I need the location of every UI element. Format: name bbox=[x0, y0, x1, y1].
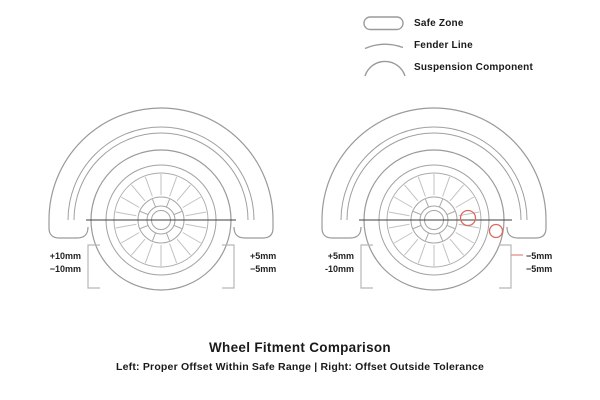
tolerance-label-right-top: −5mm bbox=[526, 251, 552, 261]
fender-line-outer bbox=[340, 126, 528, 221]
legend-label: Safe Zone bbox=[414, 17, 464, 29]
legend-item-safe-zone: Safe Zone bbox=[362, 13, 533, 33]
lug-segments bbox=[140, 199, 182, 241]
legend-label: Fender Line bbox=[414, 39, 473, 51]
legend-label: Suspension Component bbox=[414, 61, 533, 73]
right-wheel-diagram: +5mm -10mm −5mm −5mm bbox=[321, 107, 552, 291]
left-tolerance-bracket bbox=[360, 244, 373, 289]
tolerance-label-left-bottom: -10mm bbox=[325, 264, 354, 274]
tolerance-label-right-top: +5mm bbox=[250, 251, 276, 261]
interference-marker-icon bbox=[488, 223, 504, 239]
left-tolerance-bracket bbox=[87, 244, 100, 289]
legend: Safe Zone Fender Line Suspension Compone… bbox=[362, 13, 533, 79]
legend-item-suspension: Suspension Component bbox=[362, 57, 533, 77]
tolerance-label-left-top: +5mm bbox=[328, 251, 354, 261]
tolerance-label-right-bottom: −5mm bbox=[526, 264, 552, 274]
tolerance-label-left-bottom: −10mm bbox=[50, 264, 81, 274]
left-wheel-diagram: +10mm −10mm +5mm −5mm bbox=[48, 107, 276, 291]
legend-item-fender-line: Fender Line bbox=[362, 35, 533, 55]
spokes bbox=[388, 174, 480, 266]
suspension-silhouette bbox=[321, 107, 547, 239]
fender-line-inner bbox=[73, 132, 249, 221]
tolerance-label-left-top: +10mm bbox=[50, 251, 81, 261]
spokes bbox=[115, 174, 207, 266]
interference-marker-icon bbox=[459, 209, 477, 227]
tolerance-label-right-bottom: −5mm bbox=[250, 264, 276, 274]
right-tolerance-bracket bbox=[499, 244, 512, 289]
suspension-silhouette bbox=[48, 107, 274, 239]
right-tolerance-bracket bbox=[222, 244, 235, 289]
fender-line-arc-icon bbox=[364, 43, 404, 50]
lug-segments bbox=[413, 199, 455, 241]
page-title: Wheel Fitment Comparison bbox=[209, 340, 391, 355]
safe-zone-pill-icon bbox=[363, 16, 404, 31]
fender-line-inner bbox=[346, 132, 522, 221]
suspension-arc-icon bbox=[364, 60, 406, 77]
fender-line-outer bbox=[67, 126, 255, 221]
page-subtitle: Left: Proper Offset Within Safe Range | … bbox=[115, 361, 485, 373]
